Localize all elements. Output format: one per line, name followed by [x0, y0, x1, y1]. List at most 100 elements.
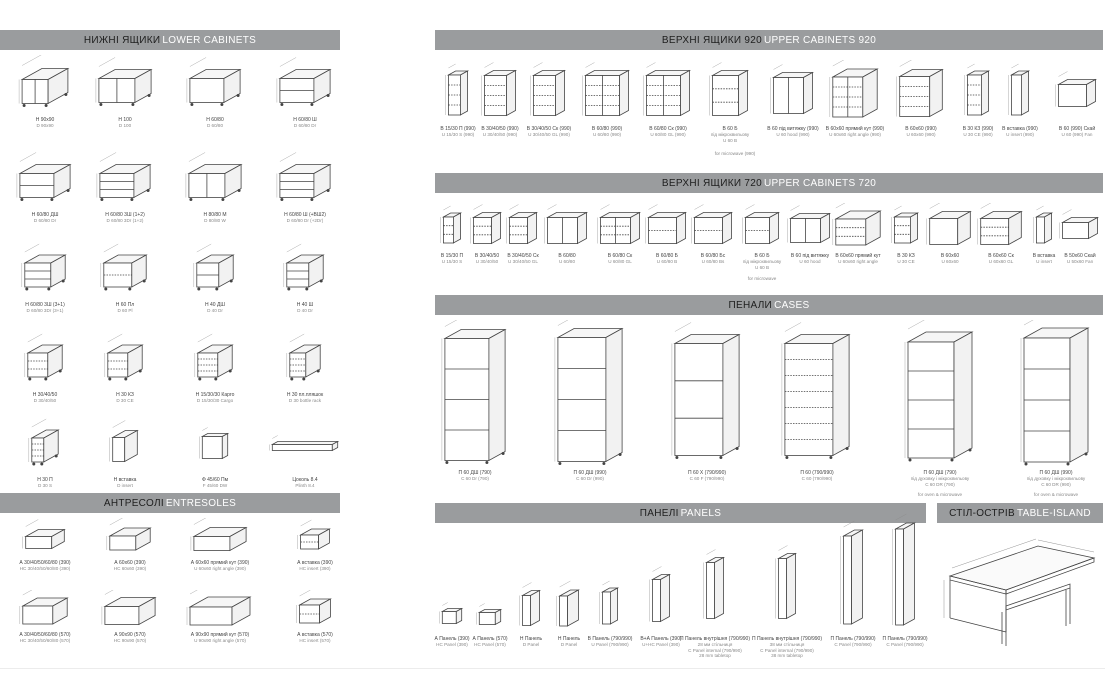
upper-720-item-caption-2: U 50х60 Fan — [1066, 259, 1094, 264]
lower-cabinet-item-caption-1: Н 60/80 ДШ — [31, 212, 59, 218]
upper-920-item: В 60/80 Ск (990)U 60/80 GL (990) — [636, 60, 700, 138]
upper-720-item-caption-1: В 50х60 Скай — [1064, 253, 1096, 259]
panel-item-drawing — [649, 566, 672, 623]
entresole-item-caption-1: А вставка (570) — [297, 632, 333, 638]
lower-cabinet-item-caption-1: Н 60/80 — [206, 117, 224, 123]
lower-cabinet-item-caption-2: D 60/80 — [206, 123, 224, 128]
panel-item-drawing — [703, 549, 726, 620]
panel-item-drawing — [775, 545, 798, 620]
case-item: П 60 ДШ (990)під духовку і мікрохвильову… — [1001, 320, 1105, 487]
entresole-item-caption-2: HC insert (570) — [299, 638, 331, 643]
section-banner-panels: ПАНЕЛІ PANELS — [435, 503, 926, 523]
lower-cabinet-item-caption-2: D 60/80 Dr — [293, 123, 317, 128]
lower-cabinet-item-drawing — [21, 243, 67, 291]
entresole-item: А 30/40/50/60/80 (390)HC 30/40/50/60/80 … — [0, 518, 90, 572]
upper-920-microwave-note: for microwave (990) — [714, 151, 756, 156]
lower-cabinet-item-caption-2: D 60 Pl — [117, 308, 133, 313]
case-item-drawing — [781, 322, 851, 459]
lower-cabinet-item-caption-1: Ф 45/60 Пм — [201, 477, 229, 483]
entresole-item-caption-1: А 60х60 (390) — [114, 560, 146, 566]
entresole-item-caption-2: U 60х60 right angle (390) — [194, 566, 246, 571]
upper-720-item-drawing — [926, 203, 972, 246]
upper-920-item-drawing — [1008, 63, 1031, 116]
entresole-item: А 60х60 прямий кут (390)U 60х60 right an… — [175, 518, 265, 572]
entresole-item-caption-1: А 30/40/50/60/80 (570) — [19, 632, 71, 638]
lower-cabinet-item-drawing — [18, 55, 70, 108]
panel-item-caption-2: 28 мм стільниця — [697, 642, 733, 647]
banner-title-uk: ВЕРХНІ ЯЩИКИ 720 — [661, 177, 762, 189]
upper-920-item: В 60/80 (990)U 60/80 (990) — [575, 60, 639, 138]
upper-720-item-caption-2: U 15/30 S — [441, 259, 463, 264]
upper-720-item-caption-2: U 30/40/50 GL — [508, 259, 538, 264]
lower-cabinet-item-caption-2: D 15/30/30 Cargo — [196, 398, 234, 403]
banner-title-en: ENTRESOLES — [165, 497, 237, 509]
cases-oven-note-2: for oven & microwave — [1033, 492, 1079, 497]
entresole-item-caption-1: А 30/40/50/60/80 (390) — [19, 560, 71, 566]
upper-920-item: В 60х60 прямий кут (990)U 60х60 right an… — [823, 60, 887, 138]
lower-cabinet-item-caption-1: Н 30 пл.пляшок — [286, 392, 324, 398]
lower-cabinet-item-drawing — [109, 420, 139, 463]
banner-title-en: UPPER CABINETS 720 — [763, 177, 877, 189]
upper-720-item-caption-1: В 60 Б — [754, 253, 770, 259]
upper-920-item: В 30 КЗ (990)U 30 CE (990) — [946, 60, 1010, 138]
panel-item: П Панель (790/990)С Panel (790/990) — [817, 518, 889, 648]
upper-920-item: В вставка (990)U insert (990) — [988, 60, 1052, 138]
table-island-drawing — [942, 528, 1102, 653]
upper-720-item-caption-1: В 60х60 Ск — [988, 253, 1014, 259]
entresole-item: А вставка (390)HC insert (390) — [270, 518, 360, 572]
panel-item-caption-1: П Панель (790/990) — [830, 636, 876, 642]
lower-cabinet-item-drawing — [95, 57, 153, 107]
lower-cabinet-item-caption-2: D 30 CE — [116, 398, 134, 403]
lower-cabinet-item: Н 60/80 Ш (+ВШ2)D 60/80 Dr (+2Dr) — [265, 150, 345, 224]
lower-cabinet-item-drawing — [286, 333, 322, 381]
panel-item: В Панель (790/990)U Panel (790/990) — [574, 576, 646, 648]
case-item: П 60 ДШ (990)С 60 Dr (990) — [535, 320, 645, 482]
panel-item-caption-2: U+HC Panel (390) — [642, 642, 680, 647]
lower-cabinet-item-caption-2: D 30/40/50 — [33, 398, 57, 403]
panel-item-caption-1: А Панель (570) — [472, 636, 508, 642]
panel-item-caption-2: HC Panel (390) — [436, 642, 468, 647]
lower-cabinet-item-caption-1: Н 30 П — [37, 477, 53, 483]
lower-cabinet-item-caption-1: Н 30/40/50 — [32, 392, 58, 398]
banner-title-en: UPPER CABINETS 920 — [763, 34, 877, 46]
lower-cabinet-item-caption-2: D 60/80 Dr — [33, 218, 57, 223]
entresole-item-caption-1: А 90х90 прямий кут (570) — [190, 632, 250, 638]
entresole-item-drawing — [19, 590, 69, 625]
banner-title-uk: СТІЛ-ОСТРІВ — [949, 507, 1015, 519]
upper-920-item-drawing — [445, 63, 470, 116]
panel-item-caption-2: 38 мм стільниця — [769, 642, 805, 647]
upper-720-item-caption-1: В 60/80 — [558, 253, 576, 259]
lower-cabinet-item-caption-2: D 60/80 3Dr (3+1) — [26, 308, 64, 313]
banner-title-uk: ВЕРХНІ ЯЩИКИ 920 — [661, 34, 762, 46]
upper-720-item-caption-2: U 60/80 GL — [608, 259, 632, 264]
case-item: П 60 Х (790/990)С 60 F (790/990) — [652, 320, 762, 482]
upper-720-item-drawing — [506, 204, 539, 245]
panel-item: А Панель (570)HC Panel (570) — [454, 598, 526, 648]
panel-item-caption-1: П Панель внутрішня (790/990) — [679, 636, 751, 642]
upper-920-item-drawing — [582, 62, 631, 117]
case-item: П 60 ДШ (790)С 60 Dr (790) — [420, 320, 530, 482]
panel-item-drawing — [892, 513, 916, 626]
cases-oven-note-1: for oven & microwave — [917, 492, 963, 497]
panel-item-drawing — [476, 603, 503, 626]
lower-cabinet-item-caption-2: D 30 bottle rack — [288, 398, 322, 403]
panel-item: В+А Панель (390)U+HC Panel (390) — [625, 560, 697, 648]
upper-920-item-caption-1: В 60 (990) Скай — [1058, 126, 1096, 132]
lower-cabinet-item-caption-2: D 40 Dr — [297, 308, 313, 313]
panel-item-caption-2: С Panel (790/990) — [834, 642, 872, 647]
upper-720-item-caption-2: U 30/40/50 — [475, 259, 499, 264]
